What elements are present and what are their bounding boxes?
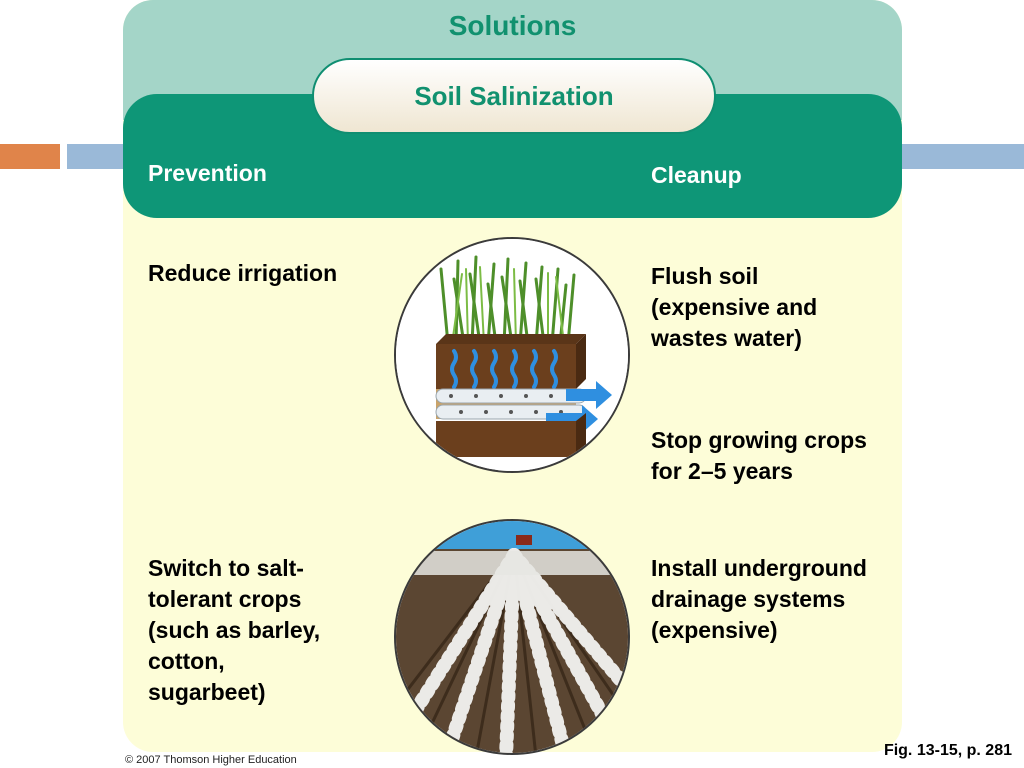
prevention-item-2: Switch to salt- tolerant crops (such as … (148, 555, 321, 705)
decorative-blue-bar-left (67, 144, 124, 169)
prevention-heading: Prevention (148, 160, 267, 186)
prevention-item-1: Reduce irrigation (148, 260, 338, 286)
cleanup-heading: Cleanup (651, 162, 742, 188)
soil-cross-section-illustration (396, 239, 628, 471)
cleanup-item-2: Stop growing crops for 2–5 years (651, 427, 867, 484)
subtitle-pill: Soil Salinization (312, 58, 716, 134)
cleanup-item-3: Install underground drainage systems (ex… (651, 555, 867, 643)
crop-field-image (394, 519, 630, 755)
solutions-panel: Solutions Soil Salinization (123, 0, 902, 752)
cotton-field-illustration (396, 521, 628, 753)
decorative-blue-bar-right (902, 144, 1024, 169)
page-title: Solutions (448, 10, 577, 41)
cleanup-item-1: Flush soil (expensive and wastes water) (651, 263, 818, 351)
copyright-text: © 2007 Thomson Higher Education (125, 754, 297, 766)
figure-reference: Fig. 13-15, p. 281 (883, 742, 1012, 759)
subtitle: Soil Salinization (414, 80, 614, 111)
soil-cross-section-image (394, 237, 630, 473)
decorative-orange-bar (0, 144, 60, 169)
